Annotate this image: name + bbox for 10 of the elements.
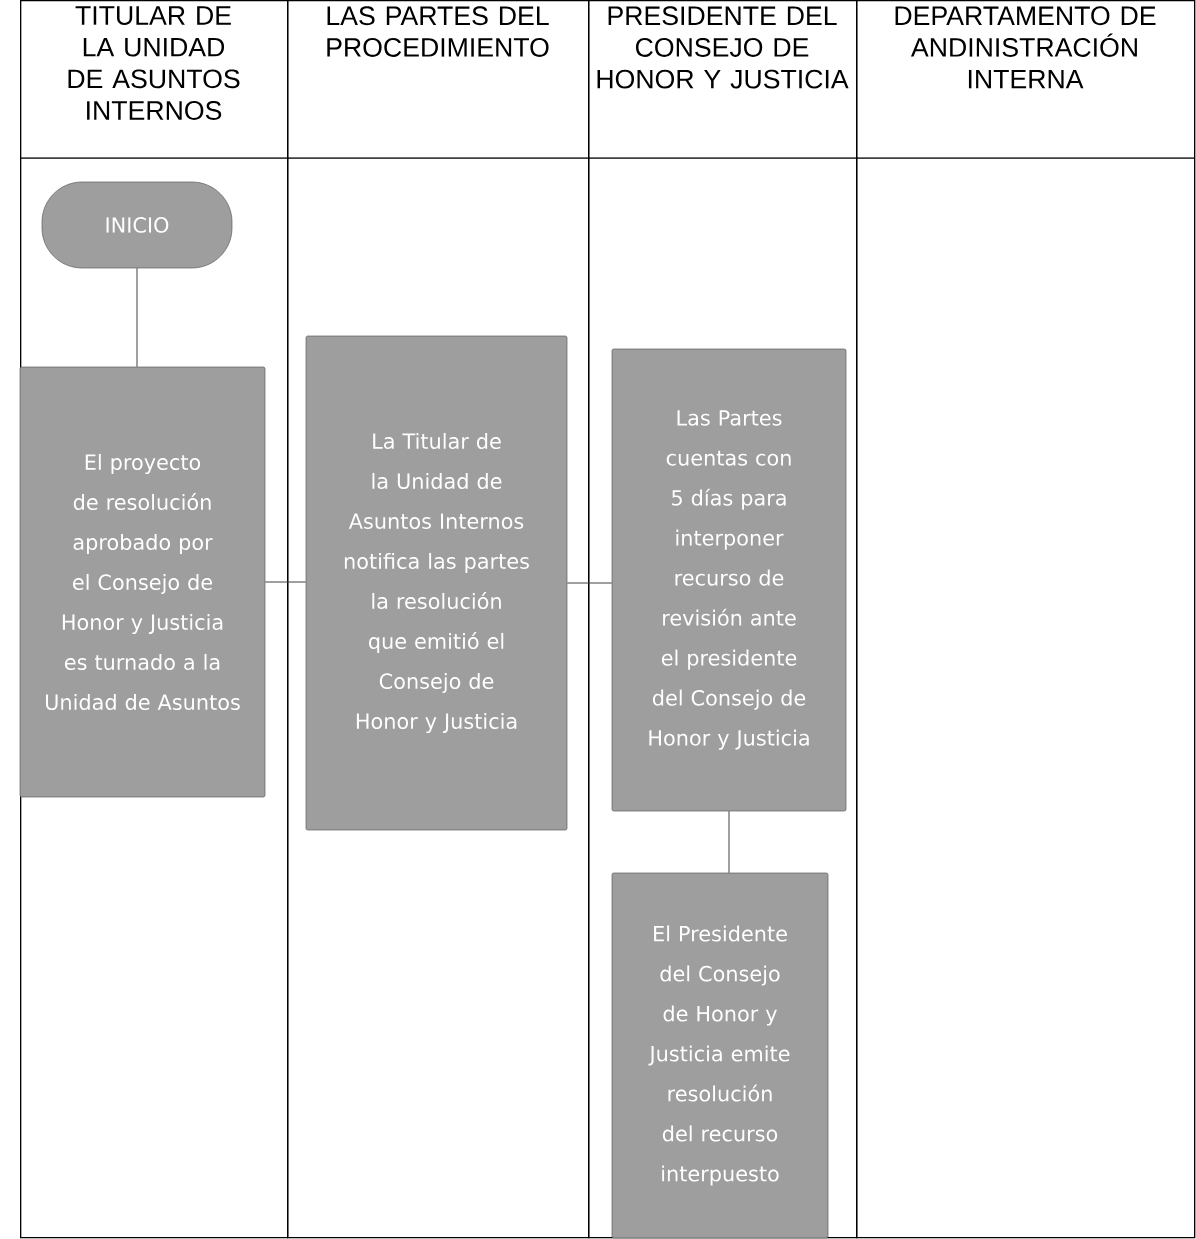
- process-box: El proyecto de resolución aprobado por el Consejo de Honor y Justicia es turnado a la Unidad de Asuntos: [19, 366, 266, 798]
- connector-line: [136, 267, 138, 368]
- connector-line: [728, 810, 730, 874]
- connector-line: [566, 582, 613, 584]
- process-box: El Presidente del Consejo de Honor y Justicia emite resolución del recurso interpuesto: [611, 872, 829, 1239]
- process-box: La Titular de la Unidad de Asuntos Internos notifica las partes la resolución que emitió el Consejo de Honor y Justicia: [305, 335, 568, 831]
- swimlane: DEPARTAMENTO DE ANDINISTRACIÓN INTERNA: [856, 0, 1196, 1239]
- process-box: Las Partes cuentas con 5 días para interponer recurso de revisión ante el presidente del Consejo de Honor y Justicia: [611, 348, 847, 812]
- connector-line: [264, 581, 307, 583]
- start-terminal: INICIO: [41, 181, 233, 269]
